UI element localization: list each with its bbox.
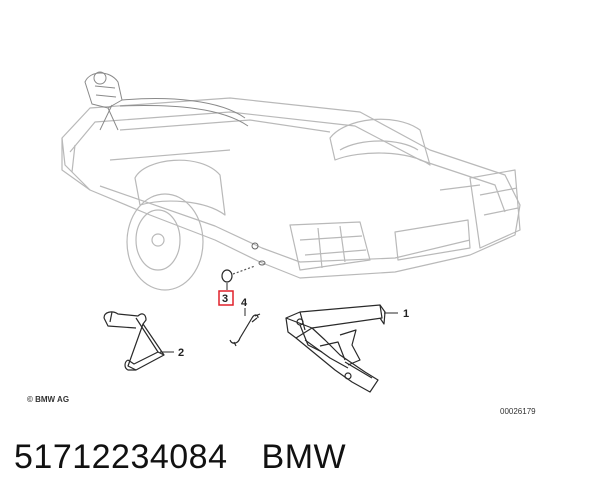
callout-2[interactable]: 2 xyxy=(178,347,184,359)
car-underbody-outline xyxy=(61,97,521,291)
copyright-notice: © BMW AG xyxy=(27,395,69,404)
jacking-point-cap-drawing xyxy=(221,265,256,283)
part-caption: 51712234084 BMW xyxy=(14,438,346,486)
leader-lines xyxy=(160,283,398,353)
brand-name: BMW xyxy=(261,438,347,476)
wheel-wrench-drawing xyxy=(103,311,165,371)
callout-3-highlight-box xyxy=(218,290,234,306)
jacking-point-location xyxy=(251,242,266,266)
lifting-jack-drawing xyxy=(285,304,386,393)
callout-1[interactable]: 1 xyxy=(403,308,409,320)
part-number: 51712234084 xyxy=(14,438,228,476)
callout-4[interactable]: 4 xyxy=(241,297,248,309)
callout-3[interactable]: 3 xyxy=(222,293,228,305)
towing-hook-drawing xyxy=(229,313,261,347)
diagram-code: 00026179 xyxy=(500,407,536,416)
engine-assembly-outline xyxy=(84,71,249,131)
